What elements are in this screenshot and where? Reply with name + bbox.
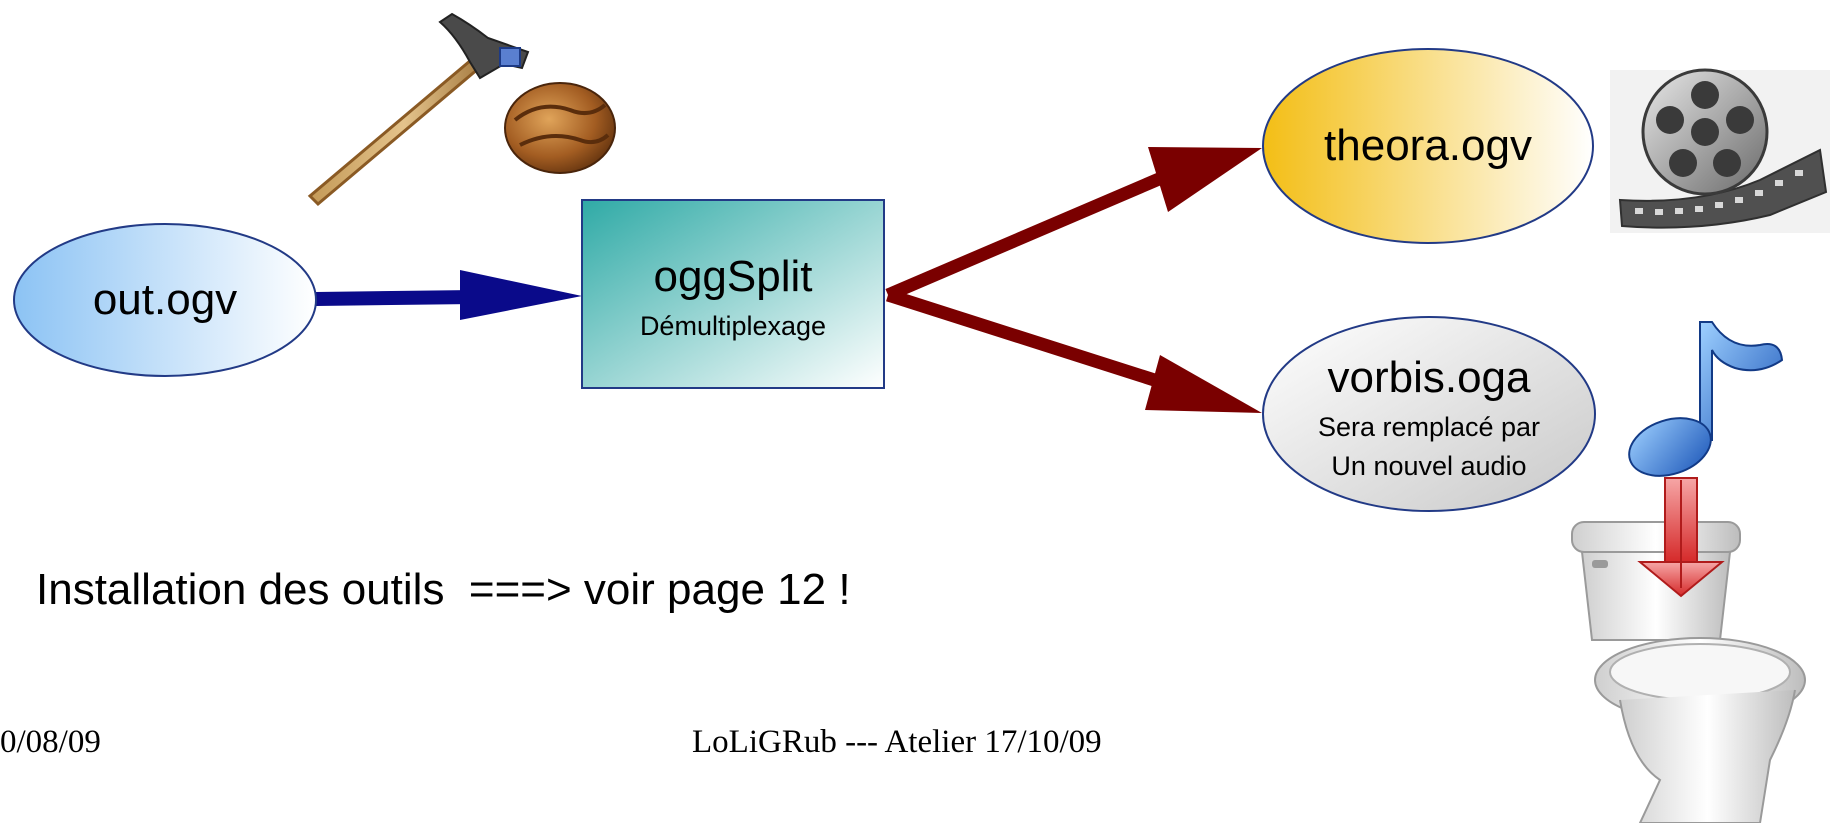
video-node-label: theora.ogv [1324, 121, 1532, 170]
footer-title: LoLiGRub --- Atelier 17/10/09 [692, 724, 1102, 760]
input-node-shape [13, 223, 317, 377]
audio-node-note-line1: Sera remplacé par [1317, 412, 1541, 442]
video-node-shape [1262, 48, 1594, 244]
film-reel-icon [1610, 68, 1830, 233]
flush-arrow-icon [1637, 477, 1725, 598]
edge-splitter-to-audio [886, 288, 1262, 413]
edge-splitter-to-video [885, 147, 1262, 301]
input-node-label: out.ogv [92, 275, 238, 324]
audio-node-note-line2: Un nouvel audio [1331, 451, 1527, 481]
splitter-node-label: oggSplit [653, 252, 813, 301]
audio-node-shape [1262, 316, 1596, 512]
audio-node-label: vorbis.oga [1327, 353, 1531, 402]
splitter-node-sublabel: Démultiplexage [639, 311, 827, 341]
music-note-icon [1628, 321, 1784, 477]
walnut-icon [504, 82, 616, 174]
splitter-node-shape [581, 199, 885, 389]
hammer-icon [307, 12, 530, 207]
edge-input-to-splitter [315, 270, 582, 320]
install-note: Installation des outils ===> voir page 1… [36, 565, 851, 614]
footer-date: 0/08/09 [0, 724, 101, 760]
